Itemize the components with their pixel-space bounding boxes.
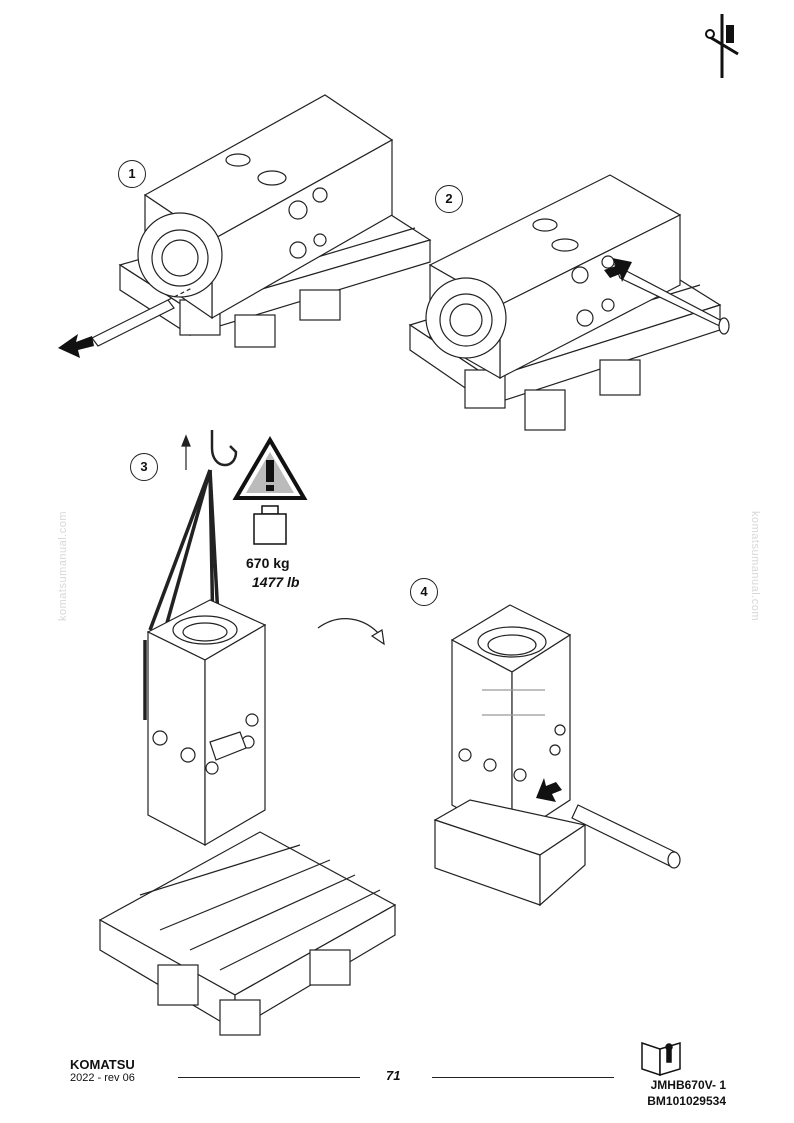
watermark-right: komatsumanual.com bbox=[749, 511, 761, 621]
book-wrench-icon bbox=[641, 1041, 681, 1077]
arrow-out-icon bbox=[536, 778, 562, 802]
watermark-left: komatsumanual.com bbox=[57, 511, 69, 621]
step-number-2: 2 bbox=[435, 185, 463, 213]
warning-triangle-icon bbox=[232, 436, 308, 500]
arrow-push-icon bbox=[604, 258, 632, 282]
footer-doc-code: JMHB670V- 1 BM101029534 bbox=[647, 1077, 726, 1109]
step3-illustration bbox=[98, 430, 397, 1036]
transition-arrow-icon bbox=[317, 618, 381, 636]
step-number-4: 4 bbox=[410, 578, 438, 606]
arrow-pull-icon bbox=[58, 334, 94, 358]
step2-illustration bbox=[408, 174, 730, 431]
step-number-1: 1 bbox=[118, 160, 146, 188]
step-number-3: 3 bbox=[130, 453, 158, 481]
footer-rule-left bbox=[178, 1077, 360, 1078]
footer-code-line1: JMHB670V- 1 bbox=[650, 1078, 726, 1092]
tools-icon bbox=[705, 14, 739, 78]
footer-code-line2: BM101029534 bbox=[647, 1094, 726, 1108]
weight-icon bbox=[253, 505, 287, 545]
footer-revision: 2022 - rev 06 bbox=[70, 1072, 135, 1084]
footer-rule-right bbox=[432, 1077, 614, 1078]
page-number: 71 bbox=[386, 1068, 401, 1083]
weight-kg-label: 670 kg bbox=[246, 555, 290, 571]
weight-lb-label: 1477 lb bbox=[252, 574, 300, 590]
step4-illustration bbox=[433, 604, 681, 907]
footer-brand: KOMATSU bbox=[70, 1057, 135, 1072]
step1-illustration bbox=[91, 94, 432, 348]
